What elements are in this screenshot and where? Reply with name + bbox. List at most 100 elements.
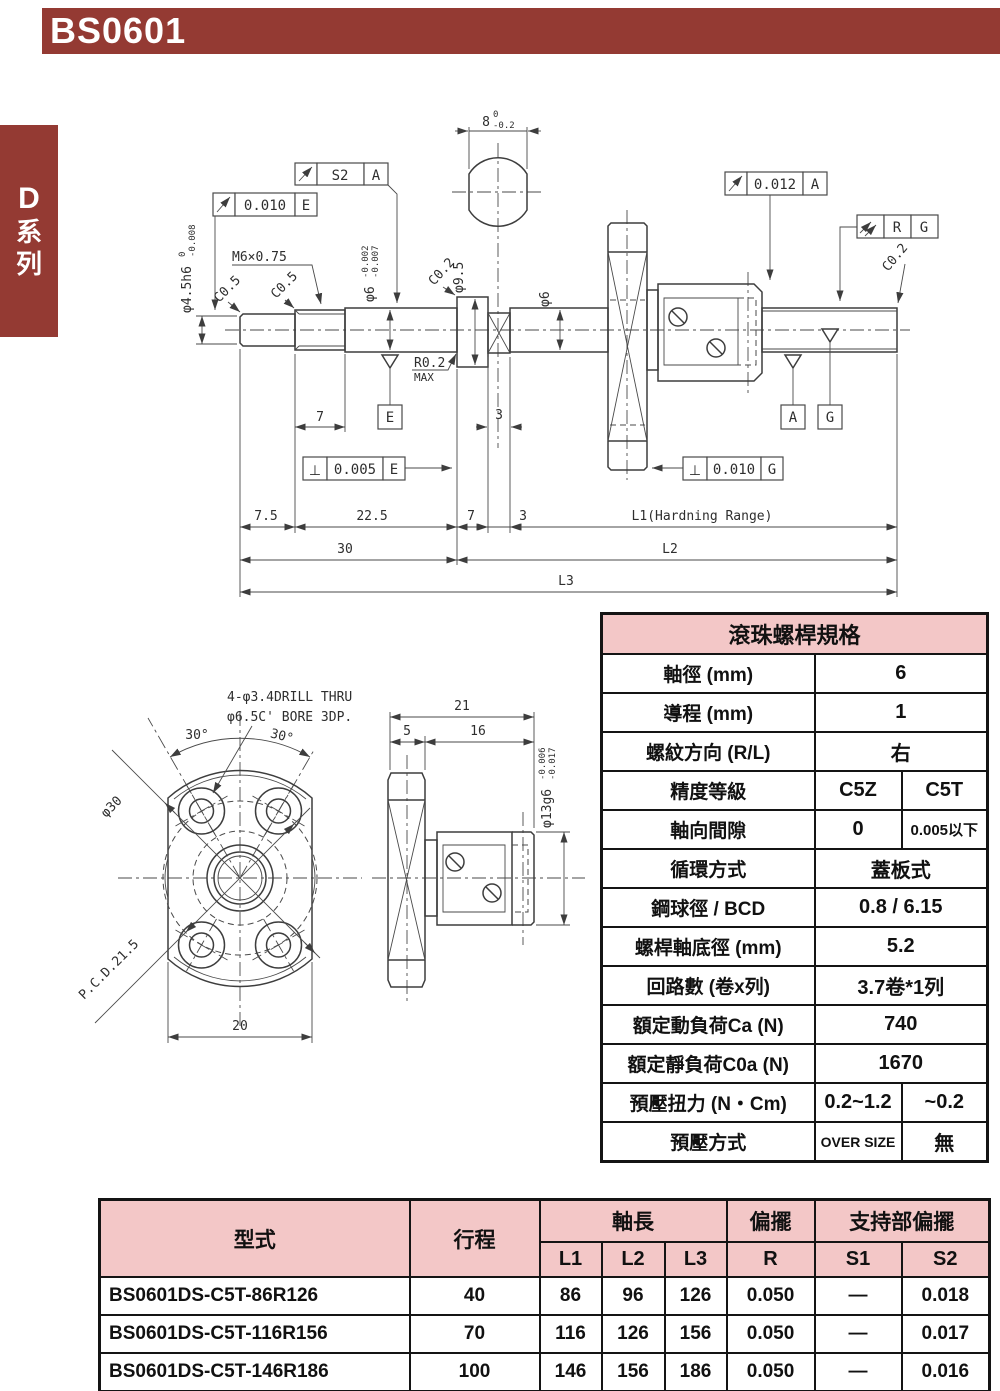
col-header-l1: L1: [538, 1241, 603, 1278]
fcf-rg-value: R: [893, 220, 902, 236]
dim-30: 30: [337, 542, 353, 557]
table-row: 額定靜負荷C0a (N)1670: [600, 1043, 989, 1084]
svg-text:φ4.5h6: φ4.5h6: [180, 266, 195, 313]
fcf-012a-datum: A: [811, 177, 820, 193]
dim-22-5: 22.5: [356, 509, 387, 524]
fcf-010g-value: 0.010: [713, 462, 755, 478]
perpendicularity-icon: ⊥: [309, 463, 321, 479]
fcf-total-runout-rg: R G: [836, 214, 939, 301]
bolt-circle: [162, 800, 318, 956]
datum-symbols: E A G: [377, 328, 843, 430]
svg-text:-0.007: -0.007: [371, 245, 381, 278]
dimension-chains: 7 3 7.5 22.5 7 3 L1(Hardning Range) 30 L…: [239, 349, 898, 597]
svg-text:0: 0: [178, 252, 188, 257]
header-bar: BS0601: [42, 8, 1000, 54]
table-row: 軸徑 (mm)6: [600, 653, 989, 694]
dim-l1: L1(Hardning Range): [632, 509, 773, 524]
dim-8: 8: [482, 115, 490, 130]
perpendicularity-icon: ⊥: [689, 463, 701, 479]
dim-7: 7: [467, 509, 475, 524]
dim-l2: L2: [662, 542, 678, 557]
svg-text:-0.008: -0.008: [188, 224, 198, 257]
fcf-010g-datum: G: [768, 462, 776, 478]
dia-6-journal-label: φ6 -0.002 -0.007: [361, 245, 381, 302]
table-row: 導程 (mm)1: [600, 692, 989, 733]
pcd-label: P.C.D.21.5: [76, 937, 142, 1003]
svg-text:φ9.5: φ9.5: [452, 262, 467, 293]
fcf-s2-datum: A: [372, 168, 381, 184]
col-header-model: 型式: [98, 1198, 411, 1278]
angle-30-right: 30°: [269, 726, 295, 746]
table-row: BS0601DS-C5T-146R186 100 146 156 186 0.0…: [98, 1352, 991, 1391]
fcf-perp-005e: ⊥ 0.005 E: [302, 456, 452, 481]
table-row: 螺桿軸底徑 (mm)5.2: [600, 926, 989, 967]
fillet-radius-label: R0.2: [414, 356, 445, 371]
svg-text:φ6: φ6: [538, 291, 553, 307]
fcf-runout-s2: S2 A: [294, 162, 401, 303]
fcf-005e-value: 0.005: [334, 462, 376, 478]
total-runout-arrow-icon: [859, 221, 872, 234]
col-header-s1: S1: [813, 1241, 903, 1278]
fcf-runout-010e: 0.010 E: [211, 192, 318, 310]
dim-8-tol-bot: -0.2: [493, 121, 515, 131]
col-header-s2: S2: [900, 1241, 991, 1278]
table-row: 循環方式蓋板式: [600, 848, 989, 889]
datum-a: A: [789, 410, 798, 426]
shaft-end-section-view: 8 0 -0.2: [455, 110, 541, 227]
spec-table-title: 滾珠螺桿規格: [600, 612, 989, 655]
thread-label: M6×0.75: [232, 250, 287, 265]
series-char-1: 系: [15, 217, 42, 247]
dim-21: 21: [454, 699, 470, 714]
series-tab: D 系 列: [0, 125, 58, 337]
angle-30-left: 30°: [185, 728, 208, 743]
fcf-s2-value: S2: [332, 168, 349, 184]
ballscrew-shaft-drawing: 8 0 -0.2 S2 A 0.010 E 0.: [178, 110, 939, 597]
surface-triangle-icon: [380, 354, 400, 370]
table-row: BS0601DS-C5T-116R156 70 116 126 156 0.05…: [98, 1314, 991, 1354]
spec-table: 滾珠螺桿規格 軸徑 (mm)6 導程 (mm)1 螺紋方向 (R/L)右 精度等…: [600, 612, 990, 1163]
fcf-012a-value: 0.012: [754, 177, 796, 193]
col-header-axis-length: 軸長: [538, 1198, 728, 1243]
svg-text:φ13g6: φ13g6: [540, 789, 555, 828]
table-row: 回路數 (卷x列)3.7卷*1列: [600, 965, 989, 1006]
table-row: 預壓扭力 (N・Cm)0.2~1.2~0.2: [600, 1082, 989, 1123]
surface-triangle-icon: [783, 354, 803, 370]
svg-text:-0.017: -0.017: [548, 747, 558, 780]
dim-8-tol-top: 0: [493, 110, 498, 120]
nut-side-view: 21 5 16 φ13g6 -0.006 -0.017: [372, 699, 585, 1005]
fcf-rg-datum: G: [920, 220, 928, 236]
runout-arrow-icon: [216, 196, 231, 213]
surface-triangle-icon: [820, 328, 840, 344]
dim-7-5: 7.5: [254, 509, 277, 524]
svg-text:-0.002: -0.002: [361, 245, 371, 278]
chamfer-label: C0.5: [268, 269, 301, 302]
dim-16: 16: [470, 724, 486, 739]
runout-arrow-icon: [728, 175, 743, 192]
dia-30-label: φ30: [98, 794, 125, 821]
flange-front-view: φ30 P.C.D.21.5 30° 30° 4-φ3.4DRILL THRU …: [76, 690, 362, 1043]
dim-20: 20: [232, 1019, 248, 1034]
table-row: BS0601DS-C5T-86R126 40 86 96 126 0.050 —…: [98, 1276, 991, 1316]
table-row: 額定動負荷Ca (N)740: [600, 1004, 989, 1045]
dia-13-label: φ13g6 -0.006 -0.017: [538, 747, 558, 828]
dim-l3: L3: [558, 574, 574, 589]
fcf-010e-value: 0.010: [244, 198, 286, 214]
model-table: 型式 行程 軸長 偏擺 支持部偏擺 L1 L2 L3 R S1 S2 BS060…: [98, 1198, 992, 1391]
col-header-l3: L3: [663, 1241, 728, 1278]
total-runout-arrow-icon: [864, 224, 877, 237]
svg-text:φ6: φ6: [363, 286, 378, 302]
datum-e: E: [386, 410, 394, 426]
col-header-l2: L2: [600, 1241, 666, 1278]
dia-4-5-label: φ4.5h6 0 -0.008: [178, 224, 198, 313]
nut-assembly: [607, 222, 763, 471]
dim-7-top: 7: [316, 410, 324, 425]
col-header-runout: 偏擺: [725, 1198, 816, 1243]
series-letter: D: [18, 182, 40, 215]
fcf-runout-012a: 0.012 A: [724, 171, 828, 280]
drill-note-line1: 4-φ3.4DRILL THRU: [227, 690, 352, 705]
